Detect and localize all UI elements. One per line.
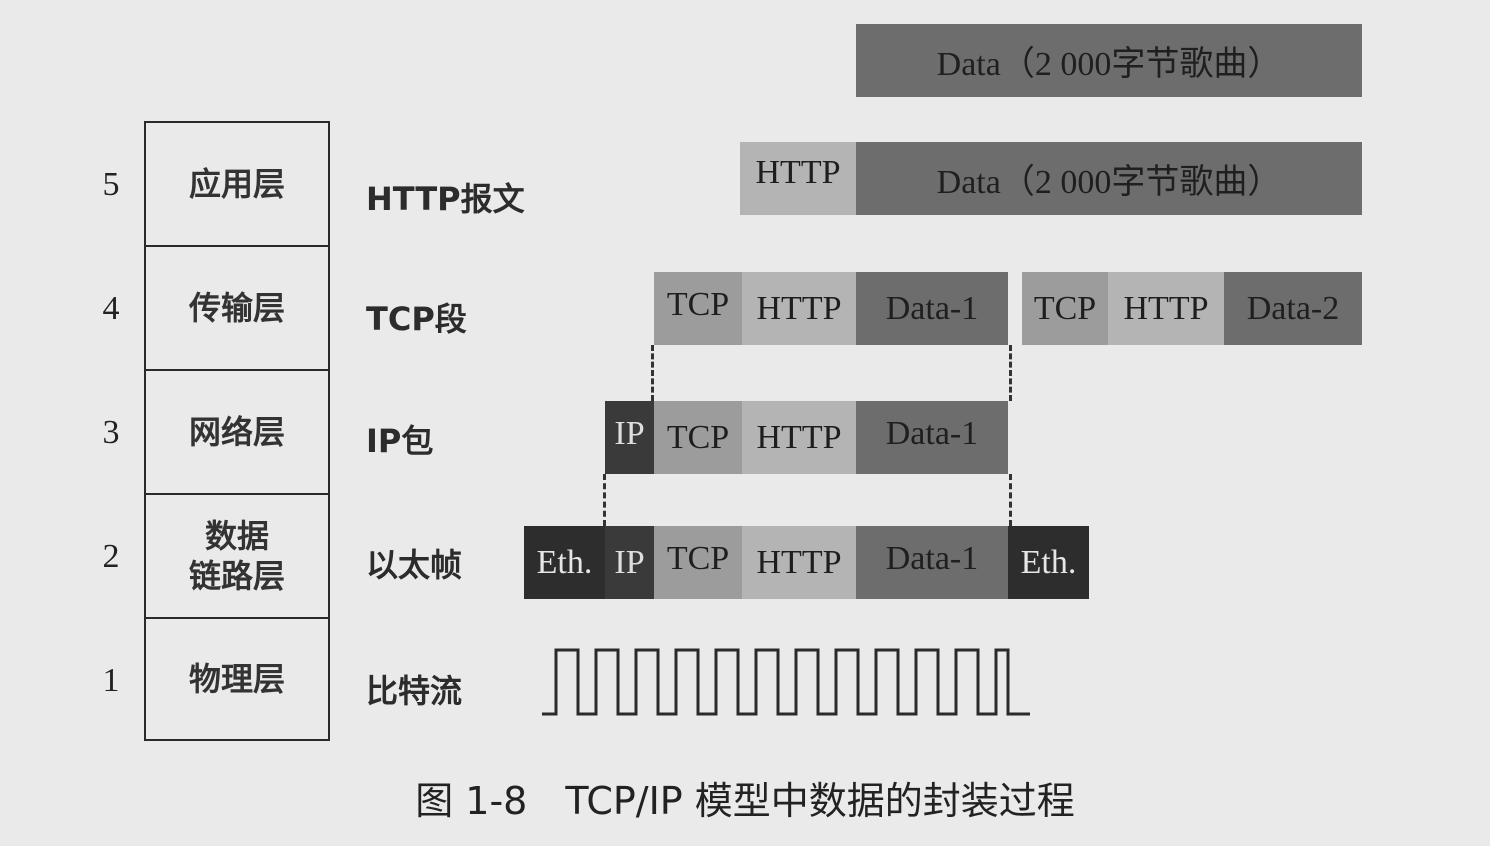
- eth-ip-header: IP: [605, 526, 654, 599]
- layer-datalink-line2: 链路层: [188, 557, 285, 595]
- tcp2-data: Data-2: [1224, 272, 1362, 345]
- figure-number: 图 1-8: [415, 779, 528, 823]
- connector-tcp-ip-left: [651, 345, 654, 401]
- pdu-tcp-segment: TCP段: [366, 294, 467, 340]
- layer-transport: 传输层: [146, 247, 328, 371]
- pdu-http-message-text: HTTP报文: [366, 180, 525, 218]
- connector-tcp-ip-right: [1009, 345, 1012, 401]
- layer-number-4: 4: [102, 290, 120, 327]
- layer-physical: 物理层: [188, 660, 285, 698]
- eth-header: Eth.: [524, 526, 605, 599]
- layer-datalink: 数据 链路层: [146, 495, 328, 619]
- ip-http-header: HTTP: [742, 401, 856, 474]
- pdu-ip-packet: IP包: [366, 416, 433, 462]
- pdu-http-message: HTTP报文: [366, 174, 525, 220]
- figure-title: TCP/IP 模型中数据的封装过程: [565, 779, 1075, 823]
- eth-data: Data-1: [856, 526, 1008, 599]
- pdu-bitstream-text: 比特流: [366, 672, 463, 710]
- layer-number-2: 2: [102, 538, 120, 575]
- pdu-tcp-segment-text: TCP段: [366, 300, 467, 338]
- bitstream-waveform: [542, 648, 1030, 716]
- tcp1-data: Data-1: [856, 272, 1008, 345]
- layer-number-1: 1: [102, 662, 120, 699]
- square-wave-path: [542, 648, 1030, 716]
- tcp1-header: TCP: [654, 272, 742, 345]
- pdu-ethernet-frame-text: 以太帧: [366, 546, 463, 584]
- layer-application: 应用层: [146, 123, 328, 247]
- ip-data: Data-1: [856, 401, 1008, 474]
- figure-caption: 图 1-8 TCP/IP 模型中数据的封装过程: [0, 770, 1490, 825]
- eth-http-header: HTTP: [742, 526, 856, 599]
- http-header: HTTP: [740, 142, 856, 215]
- layer-number-5: 5: [102, 166, 120, 203]
- tcp1-http-header: HTTP: [742, 272, 856, 345]
- pdu-ip-packet-text: IP包: [366, 422, 434, 460]
- eth-trailer: Eth.: [1008, 526, 1089, 599]
- layer-stack: 应用层 传输层 网络层 数据 链路层 物理层: [144, 121, 330, 741]
- tcp2-header: TCP: [1022, 272, 1108, 345]
- data-block: Data（2 000字节歌曲）: [856, 24, 1362, 97]
- connector-ip-eth-right: [1009, 474, 1012, 526]
- ip-tcp-header: TCP: [654, 401, 742, 474]
- layer-number-3: 3: [102, 414, 120, 451]
- connector-ip-eth-left: [603, 474, 606, 526]
- eth-tcp-header: TCP: [654, 526, 742, 599]
- layer-datalink-line1: 数据: [204, 517, 269, 555]
- tcp2-http-header: HTTP: [1108, 272, 1224, 345]
- http-data-block: Data（2 000字节歌曲）: [856, 142, 1362, 215]
- layer-network: 网络层: [146, 371, 328, 495]
- ip-header: IP: [605, 401, 654, 474]
- pdu-bitstream: 比特流: [366, 666, 462, 712]
- pdu-ethernet-frame: 以太帧: [366, 540, 462, 586]
